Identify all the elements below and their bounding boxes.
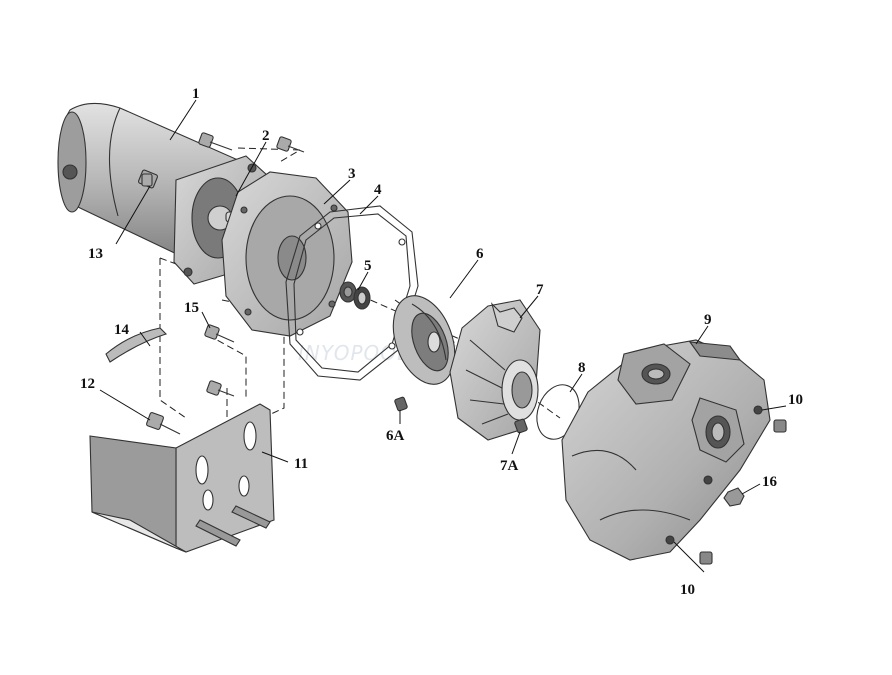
bracket-bolt-part-12 (146, 412, 181, 435)
callout-4: 4 (374, 182, 382, 198)
callout-15: 15 (184, 300, 199, 316)
rubber-pad-part-14 (105, 327, 168, 363)
callout-7a: 7A (500, 458, 519, 474)
diffuser-part-7 (449, 299, 541, 441)
callout-12: 12 (80, 376, 95, 392)
callout-11: 11 (294, 456, 308, 472)
motor-bolt-part-13 (141, 173, 153, 187)
motor-upper-bolts (198, 132, 305, 153)
callout-7: 7 (536, 282, 544, 298)
callout-14: 14 (114, 322, 130, 338)
mounting-bolt-part-15 (204, 324, 235, 397)
pump-casing-part-9 (561, 339, 771, 561)
callout-16: 16 (762, 474, 778, 490)
callout-2: 2 (262, 128, 270, 144)
drain-plug-part-10-lower (699, 551, 713, 565)
impeller-part-6 (392, 295, 456, 385)
seal-plate-part-3 (221, 171, 353, 337)
drain-plug-part-10-upper (773, 419, 787, 433)
prime-plug-part-16 (723, 487, 745, 507)
callout-5: 5 (364, 258, 372, 274)
leader-lines (99, 99, 787, 573)
callout-labels: 1 2 3 4 5 6 6A 7 7A 8 9 10 10 11 12 13 1… (80, 86, 803, 598)
diffuser-screw-part-7a (514, 418, 528, 434)
callout-8: 8 (578, 360, 586, 376)
callout-13: 13 (88, 246, 103, 262)
base-bracket-part-11 (89, 403, 275, 553)
callout-10-lower: 10 (680, 582, 695, 598)
callout-6a: 6A (386, 428, 405, 444)
callout-9: 9 (704, 312, 712, 328)
callout-3: 3 (348, 166, 356, 182)
shaft-seal-part-5 (339, 281, 371, 310)
impeller-screw-part-6a (394, 396, 408, 412)
callout-6: 6 (476, 246, 484, 262)
callout-1: 1 (192, 86, 200, 102)
callout-10-upper: 10 (788, 392, 803, 408)
